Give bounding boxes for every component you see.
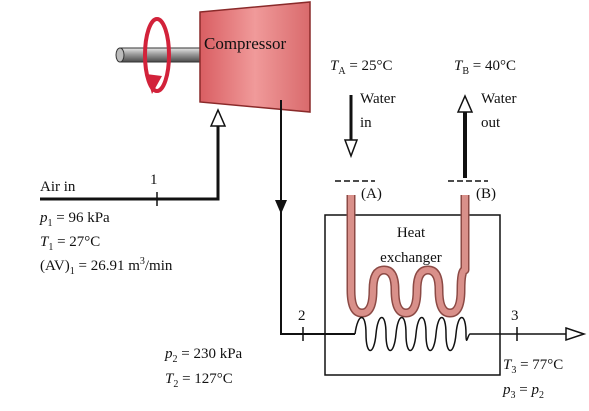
point-a-label: (A) (361, 186, 382, 202)
water-out-arrow (456, 94, 474, 178)
point-b-label: (B) (476, 186, 496, 202)
rotation-arrow-icon (143, 17, 171, 94)
state-2-pressure: p2 = 230 kPa (164, 346, 243, 365)
water-out-temperature: TB = 40°C (454, 58, 516, 77)
water-tube (346, 195, 470, 318)
state-2-temperature: T2 = 127°C (165, 371, 233, 390)
state-1-number: 1 (150, 172, 158, 188)
drive-shaft (115, 47, 203, 63)
compressor: Compressor (199, 1, 311, 113)
water-out-label-line2: out (481, 115, 501, 131)
state-1-volume-flow: (AV)1 = 26.91 m3/min (40, 256, 173, 277)
state-3-pressure: p3 = p2 (502, 382, 544, 401)
air-in-label: Air in (40, 179, 76, 195)
heat-exchanger-label-line2: exchanger (380, 250, 442, 266)
air-inlet-line (40, 108, 227, 206)
water-in-temperature: TA = 25°C (330, 58, 393, 77)
compressor-label: Compressor (204, 34, 287, 53)
state-2-number: 2 (298, 308, 306, 324)
state-1-pressure: p1 = 96 kPa (39, 210, 110, 229)
air-coil (354, 316, 471, 352)
heat-exchanger-label-line1: Heat (397, 225, 426, 241)
water-in-arrow (343, 95, 359, 159)
state-3-temperature: T3 = 77°C (503, 357, 563, 376)
water-out-label-line1: Water (481, 91, 516, 107)
water-in-label-line1: Water (360, 91, 395, 107)
air-outlet-line (470, 326, 587, 342)
water-in-label-line2: in (360, 115, 372, 131)
state-1-temperature: T1 = 27°C (40, 234, 100, 253)
compressor-outlet-line (275, 100, 355, 341)
state-3-number: 3 (511, 308, 519, 324)
heat-exchanger: Heat exchanger (324, 214, 501, 376)
